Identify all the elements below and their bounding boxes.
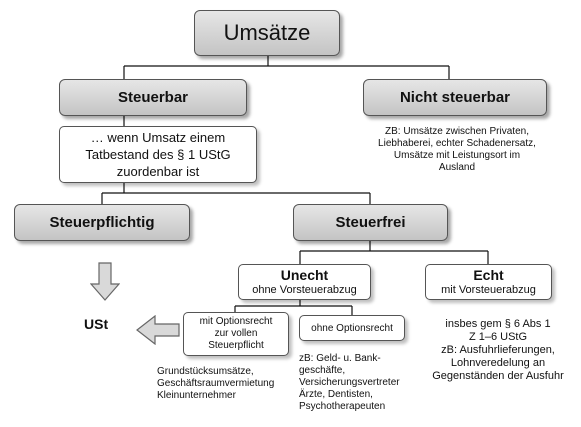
- note-line: geschäfte,: [299, 365, 346, 376]
- node-steuerbar-label: Steuerbar: [117, 89, 189, 106]
- arrow-down-icon: [90, 262, 120, 301]
- mit-option-line: zur vollen: [214, 328, 258, 339]
- node-echt-sub: mit Vorsteuerabzug: [441, 284, 536, 296]
- node-echt-title: Echt: [473, 267, 504, 283]
- echt-note: insbes gem § 6 Abs 1 Z 1–6 UStG zB: Ausf…: [418, 318, 578, 383]
- node-steuerpflichtig: Steuerpflichtig: [14, 204, 190, 241]
- node-steuerbar: Steuerbar: [59, 79, 247, 116]
- node-nicht-steuerbar-label: Nicht steuerbar: [399, 89, 511, 106]
- note-line: Kleinunternehmer: [157, 390, 236, 401]
- note-line: Ausland: [438, 162, 476, 173]
- mit-option-line: mit Optionsrecht: [199, 316, 273, 327]
- node-mit-optionsrecht: mit Optionsrecht zur vollen Steuerpflich…: [183, 312, 289, 356]
- note-line: Versicherungsvertreter: [299, 377, 400, 388]
- mit-option-note: Grundstücksumsätze, Geschäftsraumvermiet…: [157, 366, 297, 402]
- note-line: Z 1–6 UStG: [468, 331, 528, 343]
- note-line: Geschäftsraumvermietung: [157, 378, 275, 389]
- node-unecht-sub: ohne Vorsteuerabzug: [252, 284, 357, 296]
- note-line: Grundstücksumsätze,: [157, 366, 254, 377]
- condition-line: … wenn Umsatz einem: [90, 130, 226, 145]
- note-line: Psychotherapeuten: [299, 401, 386, 412]
- note-line: insbes gem § 6 Abs 1: [445, 318, 551, 330]
- condition-line: Tatbestand des § 1 UStG: [85, 147, 231, 162]
- node-echt: Echt mit Vorsteuerabzug: [425, 264, 552, 300]
- node-unecht-title: Unecht: [280, 267, 329, 283]
- node-umsaetze-label: Umsätze: [223, 20, 311, 45]
- node-condition: … wenn Umsatz einem Tatbestand des § 1 U…: [59, 126, 257, 183]
- note-line: Liebhaberei, echter Schadenersatz,: [378, 138, 536, 149]
- arrow-left-icon: [136, 315, 180, 345]
- nicht-steuerbar-note: ZB: Umsätze zwischen Privaten, Liebhaber…: [356, 126, 558, 174]
- ust-label: USt: [84, 316, 108, 332]
- note-line: Umsätze mit Leistungsort im: [393, 150, 521, 161]
- note-line: zB: Ausfuhrlieferungen,: [441, 344, 555, 356]
- ohne-option-note: zB: Geld- u. Bank- geschäfte, Versicheru…: [299, 353, 427, 413]
- node-steuerfrei-label: Steuerfrei: [335, 214, 406, 231]
- condition-line: zuordenbar ist: [116, 164, 200, 179]
- node-ohne-optionsrecht: ohne Optionsrecht: [299, 315, 405, 341]
- node-unecht: Unecht ohne Vorsteuerabzug: [238, 264, 371, 300]
- note-line: ZB: Umsätze zwischen Privaten,: [385, 126, 529, 137]
- node-umsaetze: Umsätze: [194, 10, 340, 56]
- note-line: Ärzte, Dentisten,: [299, 389, 373, 400]
- ohne-option-label: ohne Optionsrecht: [311, 322, 393, 334]
- node-nicht-steuerbar: Nicht steuerbar: [363, 79, 547, 116]
- mit-option-line: Steuerpflicht: [208, 340, 264, 351]
- node-steuerpflichtig-label: Steuerpflichtig: [49, 214, 155, 231]
- note-line: zB: Geld- u. Bank-: [299, 353, 381, 364]
- note-line: Gegenständen der Ausfuhr: [432, 370, 564, 382]
- ust-text: USt: [84, 316, 109, 332]
- node-steuerfrei: Steuerfrei: [293, 204, 448, 241]
- note-line: Lohnveredelung an: [450, 357, 546, 369]
